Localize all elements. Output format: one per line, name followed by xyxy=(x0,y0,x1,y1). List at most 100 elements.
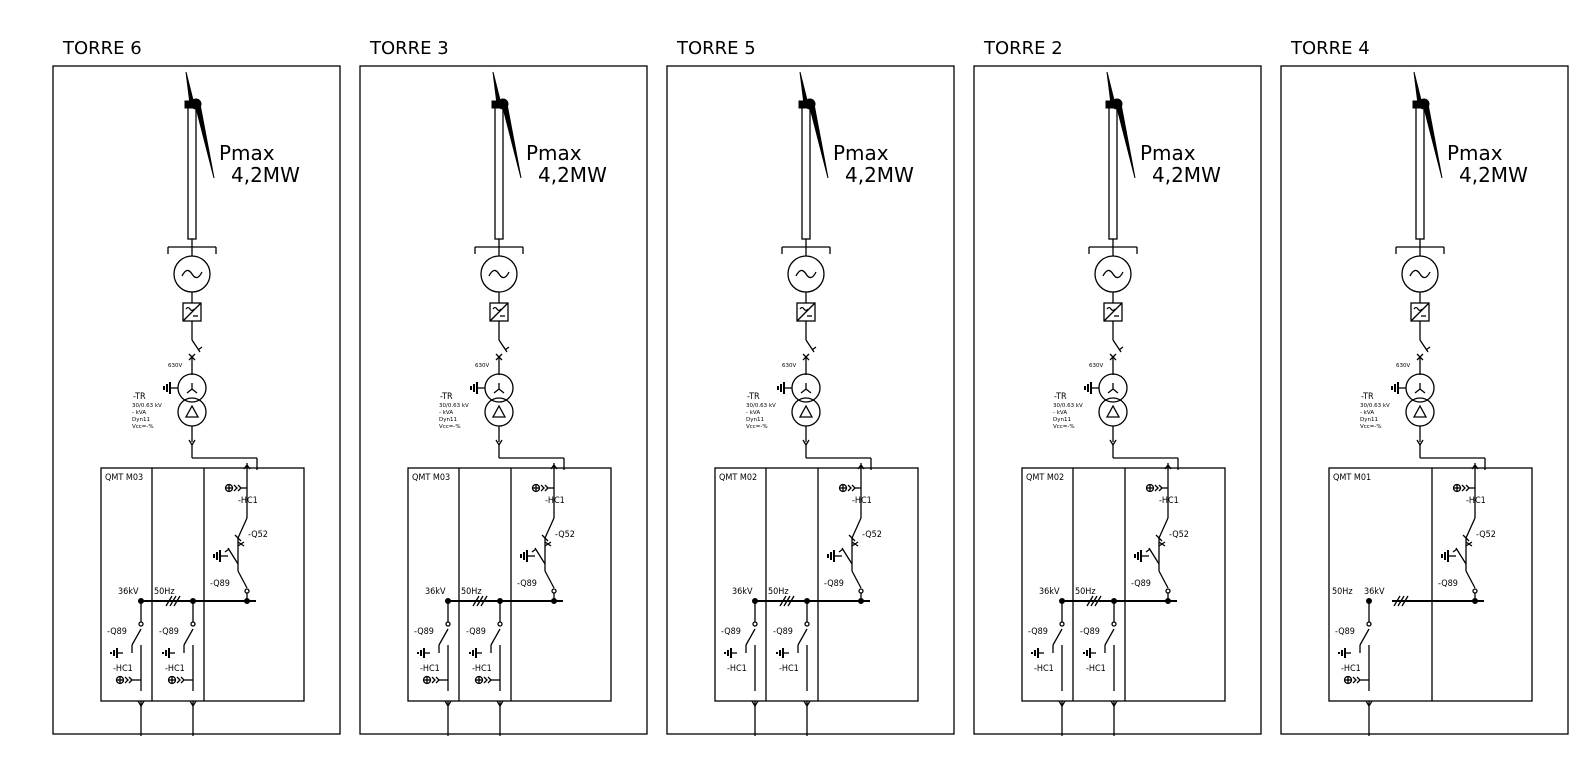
cable-termination-icon xyxy=(838,483,858,493)
switchgear-panel xyxy=(1328,467,1533,702)
transformer-kva: - kVA xyxy=(746,410,760,416)
switchgear-label: QMT M02 xyxy=(719,473,757,483)
earth-switch-label-tr: -Q89 xyxy=(517,579,537,589)
pmax-label: Pmax xyxy=(1447,141,1503,165)
breaker-q52-icon xyxy=(544,517,555,539)
transformer-icon xyxy=(1098,373,1128,427)
voltage-label: 36kV xyxy=(118,587,139,597)
feeder-1: -Q89 -HC1 xyxy=(414,598,452,736)
breaker-label: -Q52 xyxy=(248,530,268,540)
breaker-label: -Q52 xyxy=(1476,530,1496,540)
voltage-label: 36kV xyxy=(1364,587,1385,597)
breaker-q52-icon xyxy=(237,517,248,539)
earth-icon xyxy=(1084,382,1092,394)
earth-icon xyxy=(724,648,732,658)
transformer-ratio: 30/0.63 kV xyxy=(1053,403,1083,409)
feeder-2: -Q89 -HC1 xyxy=(1080,598,1118,736)
transformer-kva: - kVA xyxy=(132,410,146,416)
wind-turbine-icon xyxy=(1412,71,1443,240)
tower-title: TORRE 3 xyxy=(369,38,449,59)
earth-switch-icon xyxy=(745,628,756,646)
transformer-tag: -TR xyxy=(133,392,146,402)
cable-head-label: -HC1 xyxy=(472,664,492,674)
earth-icon xyxy=(1338,648,1346,658)
cable-head-label: -HC1 xyxy=(727,664,747,674)
lv-breaker-icon xyxy=(1112,339,1124,353)
earth-switch-icon xyxy=(544,570,555,589)
converter-icon xyxy=(182,302,202,322)
transformer-vector: Dyn11 xyxy=(132,417,150,423)
frequency-label: 50Hz xyxy=(1332,587,1353,597)
pmax-value: 4,2MW xyxy=(231,163,300,187)
generator-icon xyxy=(1094,255,1132,293)
tower-boundary xyxy=(1280,65,1569,735)
cable-head-label: -HC1 xyxy=(165,664,185,674)
transformer-icon xyxy=(1405,373,1435,427)
transformer-vector: Dyn11 xyxy=(1053,417,1071,423)
generator-icon xyxy=(1401,255,1439,293)
cable-head-label-tr: -HC1 xyxy=(1466,496,1486,506)
switchgear-panel xyxy=(407,467,612,702)
pmax-label: Pmax xyxy=(219,141,275,165)
earth-switch-icon xyxy=(1359,628,1370,646)
earth-icon xyxy=(417,648,425,658)
feeder-1: -Q89-HC1 xyxy=(1335,598,1373,736)
earth-icon xyxy=(776,648,784,658)
tower-title: TORRE 4 xyxy=(1290,38,1370,59)
transformer-kva: - kVA xyxy=(439,410,453,416)
earth-switch-label-tr: -Q89 xyxy=(824,579,844,589)
transformer-kva: - kVA xyxy=(1360,410,1374,416)
transformer-tag: -TR xyxy=(1361,392,1374,402)
transformer-icon xyxy=(177,373,207,427)
lv-breaker-icon xyxy=(191,339,203,353)
three-phase-marker xyxy=(1086,595,1102,607)
earth-icon xyxy=(110,648,118,658)
breaker-q52-icon xyxy=(1158,517,1169,539)
earth-switch-label: -Q89 xyxy=(1335,627,1355,637)
lv-breaker-icon xyxy=(805,339,817,353)
three-phase-marker xyxy=(472,595,488,607)
wind-turbine-icon xyxy=(491,71,522,240)
frequency-label: 50Hz xyxy=(154,587,175,597)
transformer-vcc: Vcc=-% xyxy=(439,424,461,430)
earth-switch-icon xyxy=(131,628,142,646)
three-phase-marker xyxy=(779,595,795,607)
earth-switch-label: -Q89 xyxy=(414,627,434,637)
converter-icon xyxy=(796,302,816,322)
feeder-1: -Q89-HC1 xyxy=(107,598,145,736)
transformer-vcc: Vcc=-% xyxy=(1053,424,1075,430)
earth-switch-icon xyxy=(1158,570,1169,589)
wind-turbine-icon xyxy=(1105,71,1136,240)
cable-head-label: -HC1 xyxy=(420,664,440,674)
transformer-tag: -TR xyxy=(1054,392,1067,402)
cable-termination-icon xyxy=(1343,675,1363,685)
breaker-label: -Q52 xyxy=(555,530,575,540)
cable-head-label: -HC1 xyxy=(1086,664,1106,674)
three-phase-marker xyxy=(1393,595,1409,607)
breaker-label: -Q52 xyxy=(1169,530,1189,540)
breaker-label: -Q52 xyxy=(862,530,882,540)
earth-switch-label: -Q89 xyxy=(1080,627,1100,637)
cable-head-label: -HC1 xyxy=(113,664,133,674)
transformer-ratio: 30/0.63 kV xyxy=(746,403,776,409)
cable-head-label: -HC1 xyxy=(779,664,799,674)
earth-switch-label: -Q89 xyxy=(721,627,741,637)
earth-switch-icon xyxy=(183,628,194,646)
cable-termination-icon xyxy=(1145,483,1165,493)
transformer-kva: - kVA xyxy=(1053,410,1067,416)
earth-switch-label-tr: -Q89 xyxy=(210,579,230,589)
voltage-label: 36kV xyxy=(1039,587,1060,597)
transformer-tag: -TR xyxy=(747,392,760,402)
frequency-label: 50Hz xyxy=(1075,587,1096,597)
feeder-1: -Q89 -HC1 xyxy=(721,598,759,736)
generator-icon xyxy=(173,255,211,293)
earth-icon xyxy=(1083,648,1091,658)
earth-icon xyxy=(1031,648,1039,658)
voltage-label: 36kV xyxy=(732,587,753,597)
voltage-label: 36kV xyxy=(425,587,446,597)
feeder-2: -Q89-HC1 xyxy=(773,598,811,736)
